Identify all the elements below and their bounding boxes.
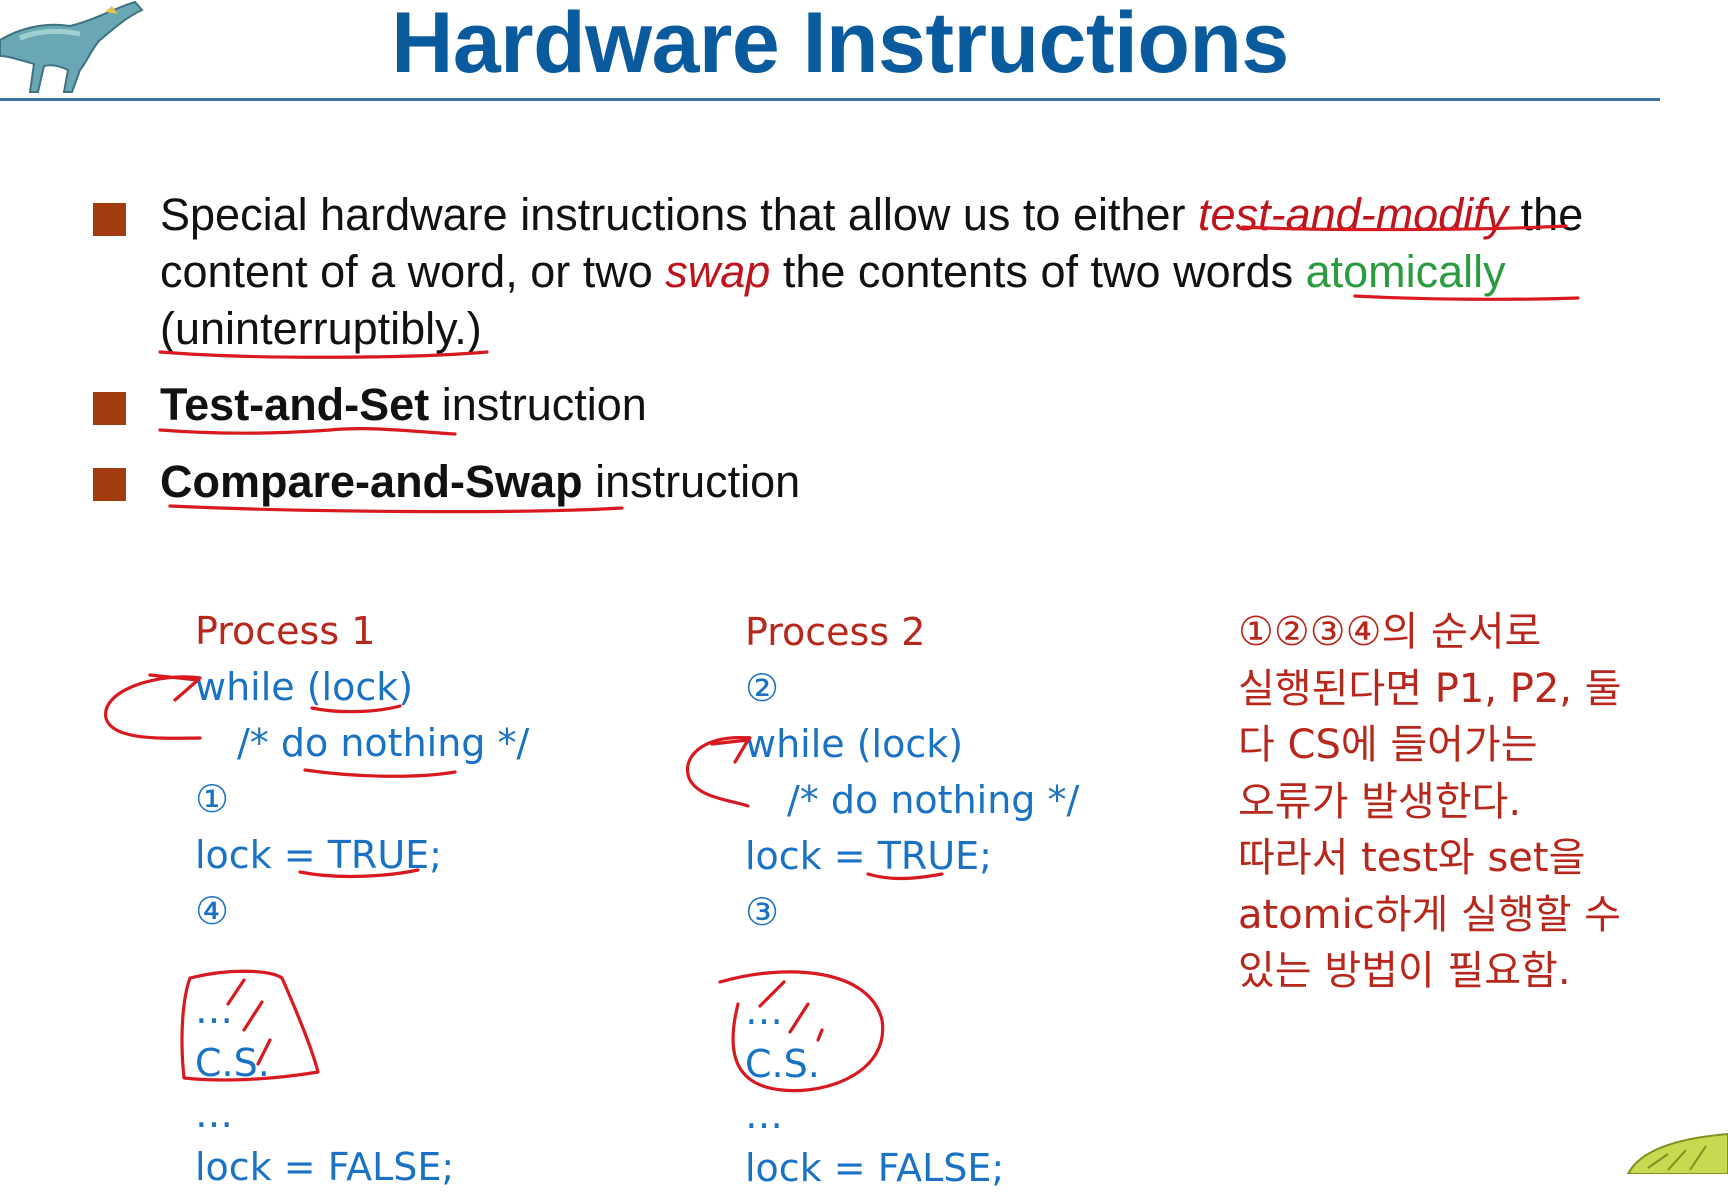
code-line: lock = TRUE; xyxy=(195,833,442,877)
korean-explanation-note: ①②③④의 순서로 실행된다면 P1, P2, 둘 다 CS에 들어가는 오류가… xyxy=(1238,604,1708,1000)
code-line xyxy=(195,939,529,995)
code-line: … xyxy=(195,1092,233,1136)
critical-section-label: C.S. xyxy=(745,1042,820,1086)
bullet-square-icon xyxy=(93,468,126,501)
code-line: while (lock) xyxy=(195,665,414,709)
process-2-code: Process 2 ② while (lock) /* do nothing *… xyxy=(745,604,1079,1196)
bullet-text-part: instruction xyxy=(429,379,647,430)
term-compare-and-swap: Compare-and-Swap xyxy=(160,456,583,507)
term-test-and-modify: test-and-modify xyxy=(1198,189,1509,240)
step-marker: ② xyxy=(745,666,780,710)
title-divider xyxy=(0,98,1660,101)
code-line: /* do nothing */ xyxy=(237,721,530,765)
code-line: … xyxy=(195,988,233,1032)
note-line: ①②③④의 순서로 xyxy=(1238,609,1542,655)
code-line: lock = TRUE; xyxy=(745,834,992,878)
bullet-item-hardware-instructions: Special hardware instructions that allow… xyxy=(160,186,1660,357)
note-line: 오류가 발생한다. xyxy=(1238,778,1522,825)
note-line: atomic하게 실행할 수 xyxy=(1238,891,1621,938)
step-marker: ③ xyxy=(745,890,780,934)
step-marker: ④ xyxy=(195,889,230,933)
code-line: lock = FALSE; xyxy=(745,1146,1005,1190)
loop-arrow-p1 xyxy=(104,675,202,740)
bullet-square-icon xyxy=(93,203,126,236)
bullet-text-part: the content of a word, or two xyxy=(160,189,1584,297)
bullet-square-icon xyxy=(93,392,126,425)
note-line: 다 CS에 들어가는 xyxy=(1238,722,1538,768)
term-swap: swap xyxy=(665,246,771,297)
bullet-text-part: (uninterruptibly.) xyxy=(160,303,482,354)
term-atomically: atomically xyxy=(1305,246,1506,297)
code-line: while (lock) xyxy=(745,722,964,766)
note-line: 실행된다면 P1, P2, 둘 xyxy=(1238,665,1622,712)
process-2-header: Process 2 xyxy=(745,610,926,654)
bullet-text-part: the contents of two words xyxy=(770,246,1306,297)
critical-section-label: C.S. xyxy=(195,1041,270,1085)
process-1-header: Process 1 xyxy=(195,609,376,653)
bullet-item-test-and-set: Test-and-Set instruction xyxy=(160,376,1660,433)
dinosaur-logo-icon xyxy=(0,0,144,93)
bullet-item-compare-and-swap: Compare-and-Swap instruction xyxy=(160,453,1660,510)
code-line: … xyxy=(745,989,783,1033)
code-line xyxy=(745,940,1079,996)
note-line: 있는 방법이 필요함. xyxy=(1238,948,1571,994)
code-line: lock = FALSE; xyxy=(195,1145,455,1189)
code-line: … xyxy=(745,1093,783,1137)
loop-arrow-p2 xyxy=(685,736,752,808)
code-line: /* do nothing */ xyxy=(787,778,1080,822)
bullet-text-part: Special hardware instructions that allow… xyxy=(160,189,1199,240)
slide-title: Hardware Instructions xyxy=(391,0,1289,91)
term-test-and-set: Test-and-Set xyxy=(160,379,430,430)
step-marker: ① xyxy=(195,777,230,821)
corner-decoration-icon xyxy=(1626,1132,1728,1174)
process-1-code: Process 1 while (lock) /* do nothing */ … xyxy=(195,603,529,1195)
note-line: 따라서 test와 set을 xyxy=(1238,835,1586,881)
bullet-text-part: instruction xyxy=(582,456,801,507)
